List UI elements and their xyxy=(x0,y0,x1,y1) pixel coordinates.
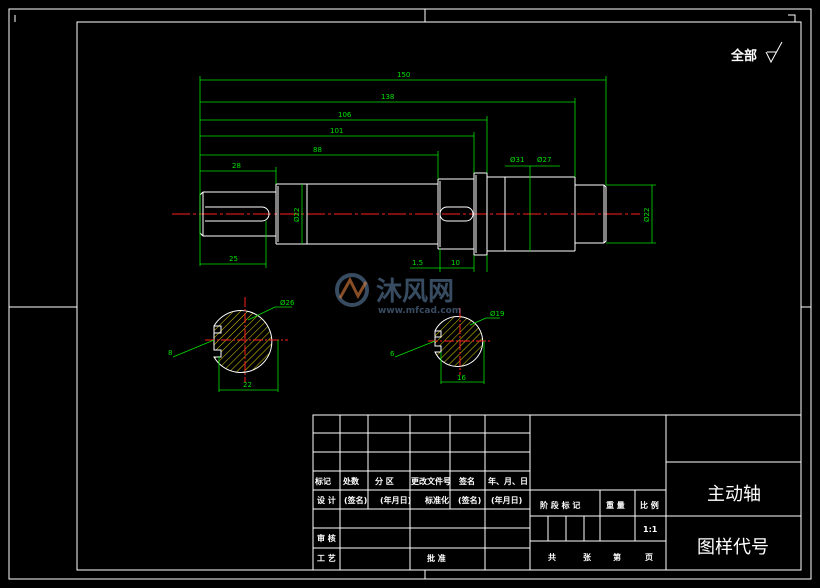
watermark-url: www.mfcad.com xyxy=(378,306,461,316)
review-label: 审 核 xyxy=(317,533,336,543)
dimension-lines xyxy=(199,76,656,272)
rev-header-6: 年、月、日 xyxy=(488,476,528,486)
sheet-unit-label: 张 xyxy=(583,553,592,562)
dim-dia31: Ø31 xyxy=(510,156,524,164)
scale-value: 1:1 xyxy=(643,525,658,534)
scale-label: 比 例 xyxy=(640,500,659,510)
sec1-dia-label: Ø26 xyxy=(280,299,295,307)
sec2-dia-label: Ø19 xyxy=(490,310,504,318)
rev-header-2: 处数 xyxy=(342,476,360,486)
drawing-code: 图样代号 xyxy=(697,537,769,558)
approve-label: 批 准 xyxy=(427,553,446,563)
dim-138: 138 xyxy=(381,93,394,101)
dim-dia22-right: Ø22 xyxy=(643,208,651,222)
design-label: 设 计 xyxy=(317,495,336,505)
weight-label: 重 量 xyxy=(606,500,625,510)
rev-header-4: 更改文件号 xyxy=(411,476,451,486)
sec2-tol-label: 6 xyxy=(390,350,395,358)
rev-header-1: 标记 xyxy=(314,476,331,486)
dim-dia27: Ø27 xyxy=(537,156,551,164)
sec1-width-label: 22 xyxy=(243,381,252,389)
process-label: 工 艺 xyxy=(317,553,336,563)
part-name: 主动轴 xyxy=(707,484,761,505)
page-label: 页 xyxy=(645,553,653,562)
sec1-tol-label: 8 xyxy=(168,349,172,357)
dim-dia22-left: Ø22 xyxy=(293,208,301,222)
sec2-width-label: 16 xyxy=(457,374,466,382)
standard-date: (年月日) xyxy=(491,495,522,505)
roughness-symbol-icon xyxy=(765,41,783,64)
standard-sign: (签名) xyxy=(458,495,481,505)
dim-28: 28 xyxy=(232,162,241,170)
title-block-grid xyxy=(312,414,802,571)
sheet-no-label: 第 xyxy=(613,552,621,562)
stage-label: 阶 段 标 记 xyxy=(540,500,580,510)
title-block-texts: 标记 处数 分 区 更改文件号 签名 年、月、日 设 计 (签名) (年月日) … xyxy=(314,476,769,563)
dim-88: 88 xyxy=(313,146,322,154)
design-date: (年月日) xyxy=(380,495,411,505)
rev-header-5: 签名 xyxy=(458,476,475,486)
design-sign: (签名) xyxy=(344,495,367,505)
dim-10: 10 xyxy=(451,259,460,267)
dim-150: 150 xyxy=(397,71,410,79)
sheet-total-label: 共 xyxy=(548,552,556,562)
watermark-text: 沐风网 xyxy=(376,277,454,307)
watermark-logo-icon xyxy=(335,273,369,307)
dim-106: 106 xyxy=(338,111,352,119)
roughness-note-text: 全部 xyxy=(730,48,757,64)
dim-1-5: 1.5 xyxy=(412,259,423,267)
watermark: 沐风网 www.mfcad.com xyxy=(335,273,461,316)
section-view-left: Ø26 22 8 xyxy=(168,297,295,392)
section-view-right: Ø19 16 6 xyxy=(390,308,504,384)
dim-101: 101 xyxy=(330,127,343,135)
roughness-note: 全部 xyxy=(730,41,783,64)
dim-25: 25 xyxy=(229,255,238,263)
standard-label: 标准化 xyxy=(424,495,449,505)
rev-header-3: 分 区 xyxy=(375,476,394,486)
dimension-texts: 150 138 106 101 88 28 25 Ø31 Ø27 Ø22 Ø22… xyxy=(229,71,651,267)
